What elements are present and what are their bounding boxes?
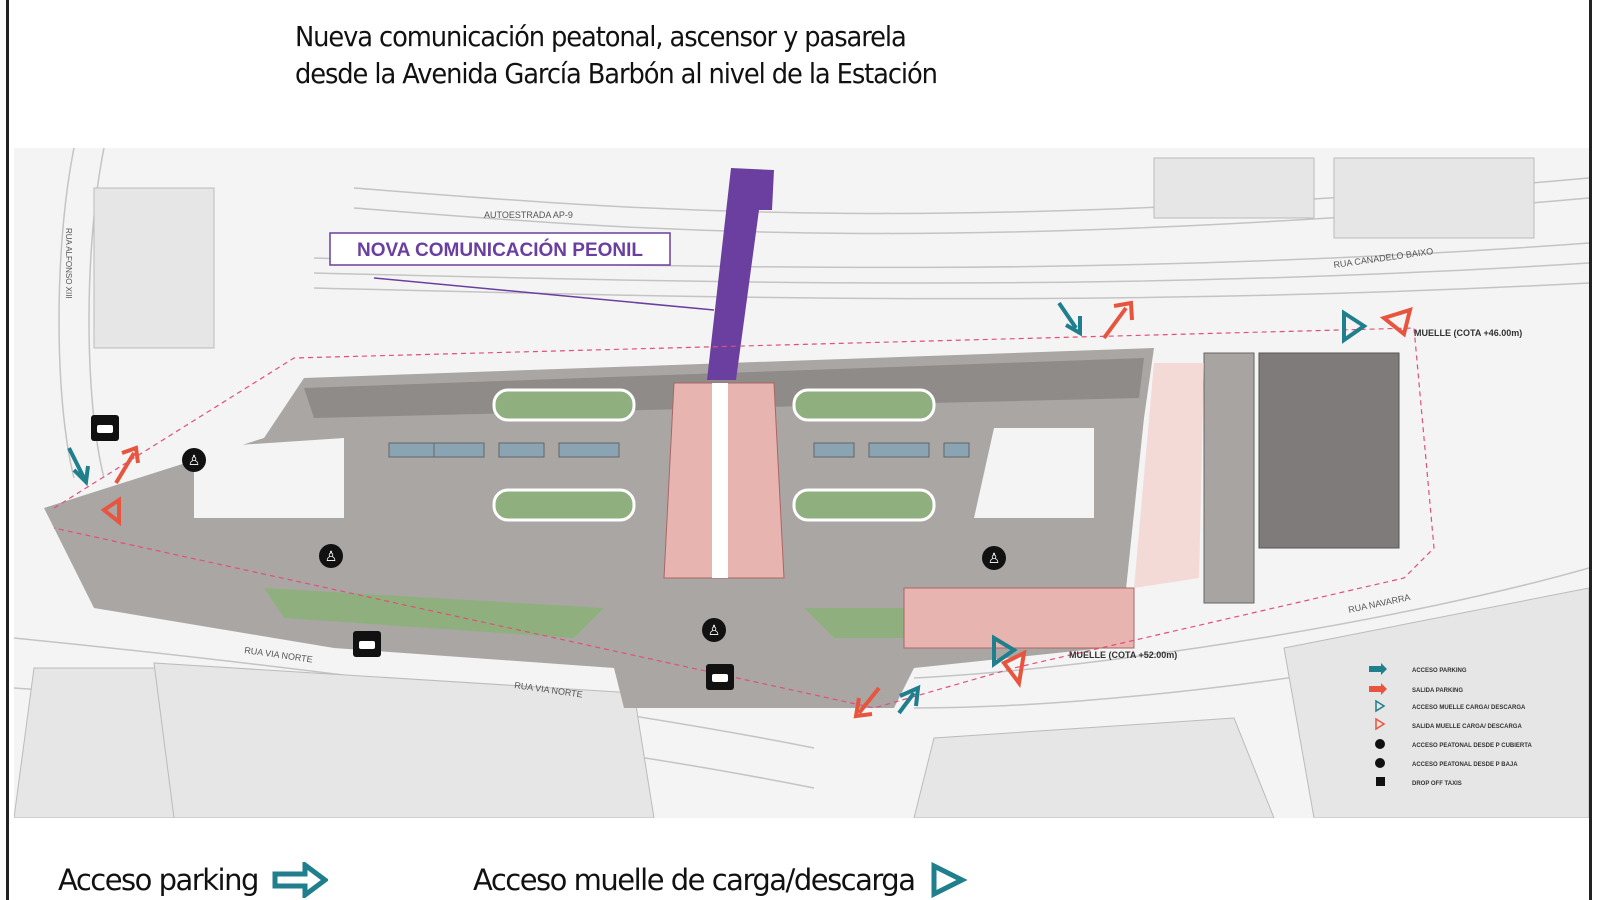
access-parking-arrow-icon — [272, 862, 328, 898]
new-pedestrian-walkway — [707, 168, 774, 380]
access-dock-triangle-icon — [1342, 309, 1368, 344]
traffic-markers — [67, 300, 1413, 719]
title-line-2: desde la Avenida García Barbón al nivel … — [295, 57, 938, 90]
dock-label-46: MUELLE (COTA +46.00m) — [1414, 328, 1522, 338]
map-legend: ACCESO PARKING SALIDA PARKING ACCESO MUE… — [1369, 663, 1532, 787]
taxi-icons — [91, 415, 734, 690]
central-atrium — [712, 383, 728, 578]
access-dock-triangle-icon — [992, 634, 1018, 668]
bottom-label-parking: Acceso parking — [58, 863, 259, 897]
page-title: Nueva comunicación peatonal, ascensor y … — [295, 18, 938, 92]
street-label-alfonso: RUA ALFONSO XIII — [64, 228, 73, 299]
exit-dock-triangle-icon — [1000, 649, 1027, 688]
east-block — [1203, 352, 1255, 604]
legend-label: ACCESO PEATONAL DESDE P BAJA — [1412, 762, 1518, 768]
dock-label-52: MUELLE (COTA +52.00m) — [1069, 650, 1177, 660]
bottom-legend-parking: Acceso parking — [58, 862, 328, 898]
green-strip-west — [264, 588, 604, 638]
east-building — [903, 587, 1135, 649]
callout-leader — [373, 277, 715, 311]
svg-text:♙: ♙ — [988, 550, 1001, 566]
site-boundary — [53, 327, 1435, 709]
city-blocks — [14, 157, 1589, 818]
access-dock-triangle-icon — [931, 862, 968, 898]
green-strip-east — [804, 608, 914, 638]
legend-label: SALIDA MUELLE CARGA/ DESCARGA — [1412, 724, 1522, 730]
page-frame — [6, 0, 1592, 900]
legend-label: SALIDA PARKING — [1412, 688, 1463, 694]
callout-box — [329, 232, 671, 266]
svg-text:♙: ♙ — [188, 452, 201, 468]
legend-label: ACCESO MUELLE CARGA/ DESCARGA — [1412, 705, 1526, 711]
east-hall — [1258, 352, 1400, 549]
access-parking-arrow-icon — [67, 301, 1082, 715]
station-site-plan: NOVA COMUNICACIÓN PEONIL AUTOESTRADA AP-… — [14, 148, 1589, 818]
bus-islands — [492, 388, 936, 522]
void-east — [974, 428, 1094, 518]
east-plaza — [1134, 363, 1204, 588]
street-label-autoestrada: AUTOESTRADA AP-9 — [484, 210, 573, 220]
legend-label: ACCESO PARKING — [1412, 668, 1467, 674]
exit-parking-arrow-icon — [114, 300, 1134, 719]
bottom-label-muelle: Acceso muelle de carga/descarga — [473, 863, 916, 897]
title-line-1: Nueva comunicación peatonal, ascensor y … — [295, 20, 907, 53]
exit-dock-triangle-icon — [100, 496, 121, 527]
legend-label: DROP OFF TAXIS — [1412, 781, 1462, 787]
bottom-legend-dock: Acceso muelle de carga/descarga — [473, 862, 969, 898]
void-west — [194, 438, 344, 518]
svg-text:♙: ♙ — [325, 548, 338, 564]
callout-label: NOVA COMUNICACIÓN PEONIL — [357, 239, 643, 261]
legend-label: ACCESO PEATONAL DESDE P CUBIERTA — [1412, 743, 1532, 749]
bus-shelters — [388, 442, 970, 458]
svg-text:♙: ♙ — [708, 622, 721, 638]
exit-dock-triangle-icon — [1379, 307, 1413, 338]
pedestrian-icons: ♙ ♙ ♙ ♙ — [182, 448, 1006, 642]
